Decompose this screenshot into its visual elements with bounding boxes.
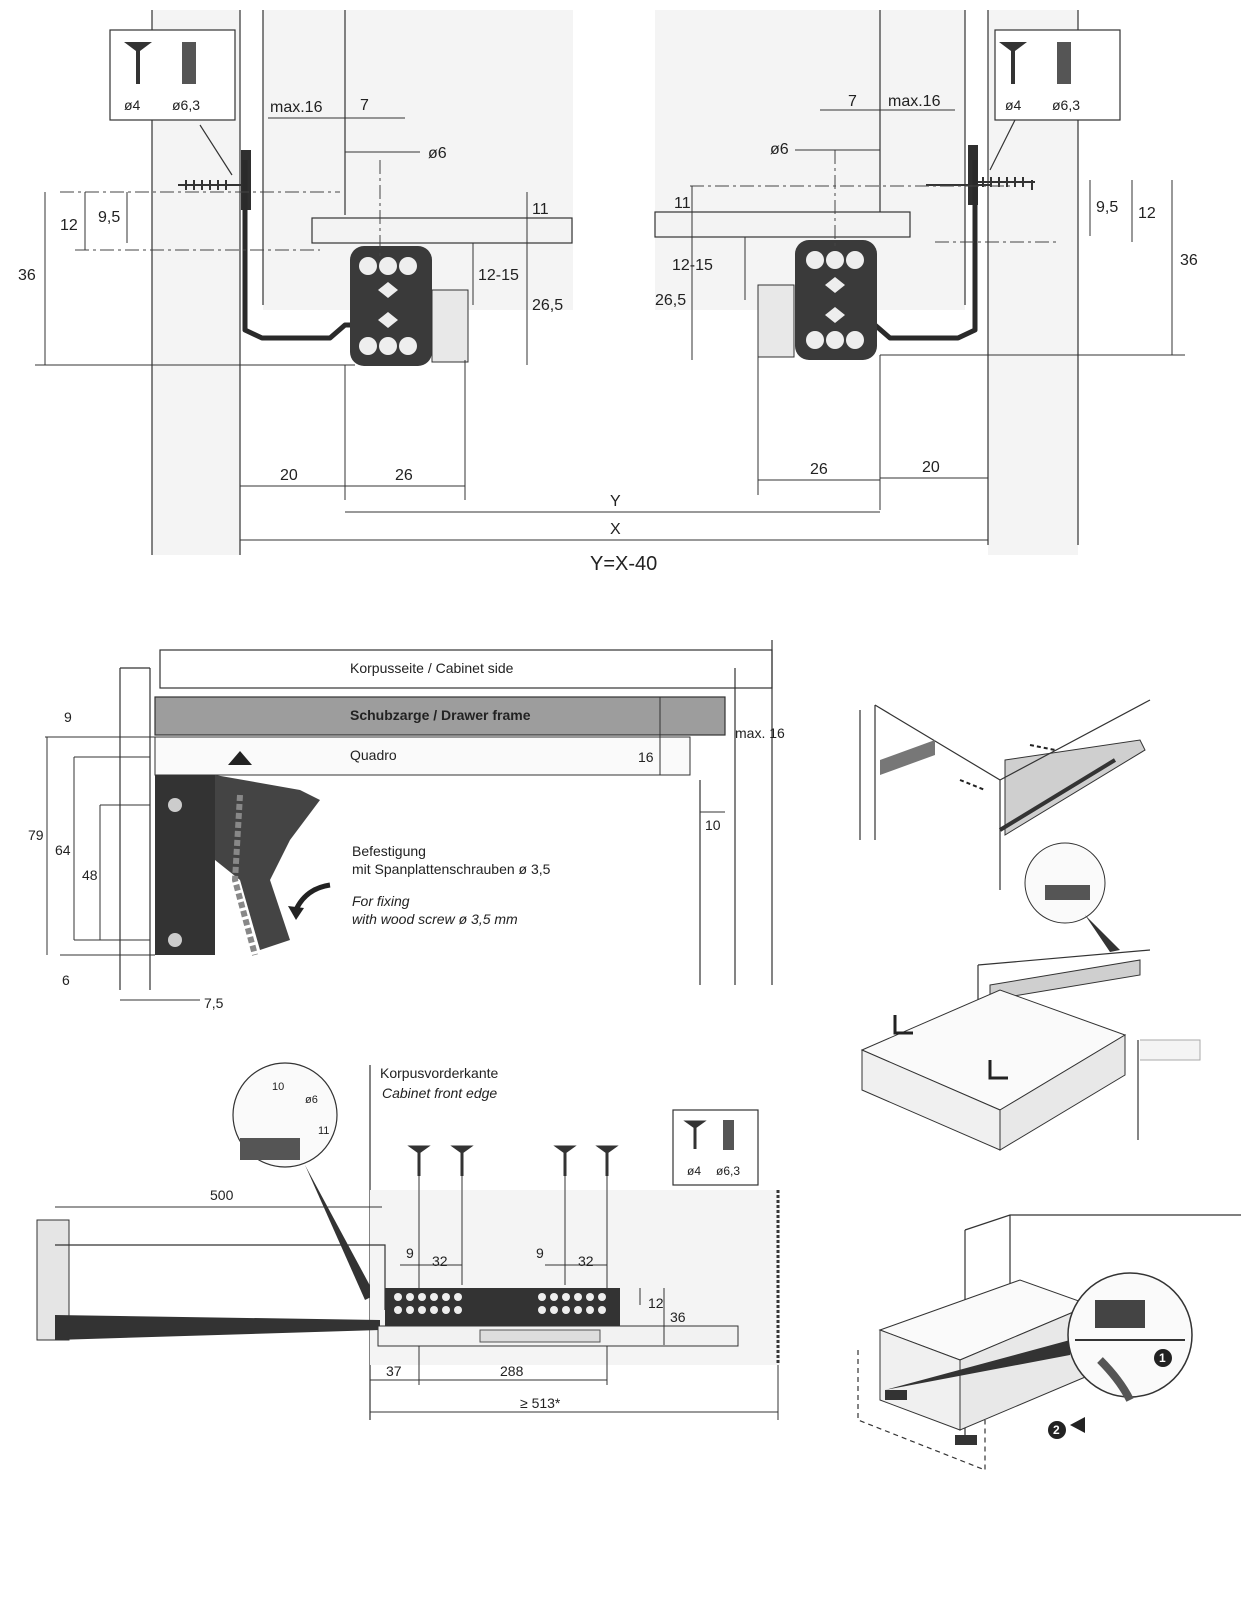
dim-36-right: 36 xyxy=(1180,252,1198,269)
iso-detail-bubble xyxy=(1024,842,1120,952)
dim-37: 37 xyxy=(386,1363,402,1379)
screw-6-3-icon xyxy=(723,1120,734,1150)
dim-20-left: 20 xyxy=(280,467,298,484)
bottom-screw-label-6-3: ø6,3 xyxy=(716,1164,740,1178)
drawer-frame-label: Schubzarge / Drawer frame xyxy=(350,707,531,723)
dim-12-left: 12 xyxy=(60,217,78,234)
dim-6-mid: 6 xyxy=(62,972,70,988)
dim-500: 500 xyxy=(210,1187,234,1203)
span-x-label: X xyxy=(610,521,621,538)
arrow-l-icon xyxy=(893,1015,1008,1080)
dim-11-right: 11 xyxy=(674,195,691,212)
dim-7-left: 7 xyxy=(360,97,369,114)
dim-16-mid: 16 xyxy=(638,749,654,765)
fixing-clip xyxy=(155,751,331,956)
front-edge-de: Korpusvorderkante xyxy=(380,1065,499,1081)
dim-26-left: 26 xyxy=(395,467,413,484)
right-slide-profile xyxy=(757,240,877,360)
dim-12-15-left: 12-15 xyxy=(478,267,519,284)
screw-left-icon xyxy=(178,180,242,190)
bottom-side-view: Korpusvorderkante Cabinet front edge 10 … xyxy=(36,1062,780,1420)
screw-label-4: ø4 xyxy=(1005,97,1022,113)
dim-9-b: 9 xyxy=(536,1245,544,1261)
screw-label-6-3: ø6,3 xyxy=(172,97,200,113)
fixing-en-line-1: For fixing xyxy=(352,893,410,909)
cabinet-side-label: Korpusseite / Cabinet side xyxy=(350,660,514,676)
dim-max16-right: max.16 xyxy=(888,93,941,110)
quadro-label: Quadro xyxy=(350,747,397,763)
dim-max16-left: max.16 xyxy=(270,99,323,116)
dim-32-a: 32 xyxy=(432,1253,448,1269)
dim-20-right: 20 xyxy=(922,459,940,476)
dim-phi6-right: ø6 xyxy=(770,141,789,158)
fixing-de-line-2: mit Spanplattenschrauben ø 3,5 xyxy=(352,861,551,877)
dim-9-5-left: 9,5 xyxy=(98,209,120,226)
dim-288: 288 xyxy=(500,1363,524,1379)
dim-11-left: 11 xyxy=(532,201,549,218)
dim-26-5-left: 26,5 xyxy=(532,297,563,314)
clip-detail-magnifier xyxy=(1067,1272,1193,1398)
front-edge-en: Cabinet front edge xyxy=(382,1085,497,1101)
dim-36-left: 36 xyxy=(18,267,36,284)
iso-drawer-insert xyxy=(860,949,1201,1151)
dim-max16-mid: max. 16 xyxy=(735,725,785,741)
step-2-badge xyxy=(1048,1421,1066,1439)
mounting-screws-icon xyxy=(407,1145,619,1176)
iso-rail-mounting xyxy=(859,699,1151,890)
screw-label-6-3: ø6,3 xyxy=(1052,97,1080,113)
dim-48-mid: 48 xyxy=(82,867,98,883)
fixing-de-line-1: Befestigung xyxy=(352,843,426,859)
arrow-up-icon xyxy=(228,751,252,765)
dim-9-mid: 9 xyxy=(64,709,72,725)
dim-9-a: 9 xyxy=(406,1245,414,1261)
dim-phi6-left: ø6 xyxy=(428,145,447,162)
screw-4-icon xyxy=(999,42,1027,84)
dim-7-right: 7 xyxy=(848,93,857,110)
detail-dim-phi6: ø6 xyxy=(305,1094,318,1106)
dim-10-mid: 10 xyxy=(705,817,721,833)
arrow-left-icon xyxy=(1070,1417,1085,1433)
dim-12-right: 12 xyxy=(1138,205,1156,222)
dim-513: ≥ 513* xyxy=(520,1395,561,1411)
top-cross-section: ø4 ø6,3 ø4 ø6,3 xyxy=(18,10,1198,575)
screw-4-icon xyxy=(683,1120,707,1149)
screw-label-4: ø4 xyxy=(124,97,141,113)
screw-6-3-icon xyxy=(182,42,196,84)
span-y-label: Y xyxy=(610,493,621,510)
dim-36-bottom: 36 xyxy=(670,1309,686,1325)
dim-79-mid: 79 xyxy=(28,827,44,843)
step-1-label: 1 xyxy=(1159,1351,1166,1365)
step-2-label: 2 xyxy=(1053,1423,1060,1437)
dim-64-mid: 64 xyxy=(55,842,71,858)
middle-cross-section: Korpusseite / Cabinet side Schubzarge / … xyxy=(28,640,785,1011)
dim-7-5-mid: 7,5 xyxy=(204,995,224,1011)
screw-4-icon xyxy=(124,42,152,84)
dim-12-15-right: 12-15 xyxy=(672,257,713,274)
iso-drawer-clip-step: 1 2 xyxy=(857,1214,1241,1471)
screw-6-3-icon xyxy=(1057,42,1071,84)
formula: Y=X-40 xyxy=(590,553,657,575)
left-slide-profile xyxy=(350,246,469,366)
detail-dim-10: 10 xyxy=(272,1081,284,1093)
dim-9-5-right: 9,5 xyxy=(1096,199,1118,216)
dim-12-bottom: 12 xyxy=(648,1295,664,1311)
dim-26-right: 26 xyxy=(810,461,828,478)
detail-dim-11: 11 xyxy=(318,1125,329,1137)
fixing-en-line-2: with wood screw ø 3,5 mm xyxy=(352,911,518,927)
dim-32-b: 32 xyxy=(578,1253,594,1269)
dim-26-5-right: 26,5 xyxy=(655,292,686,309)
step-1-badge xyxy=(1154,1349,1172,1367)
bottom-screw-label-4: ø4 xyxy=(687,1164,701,1178)
